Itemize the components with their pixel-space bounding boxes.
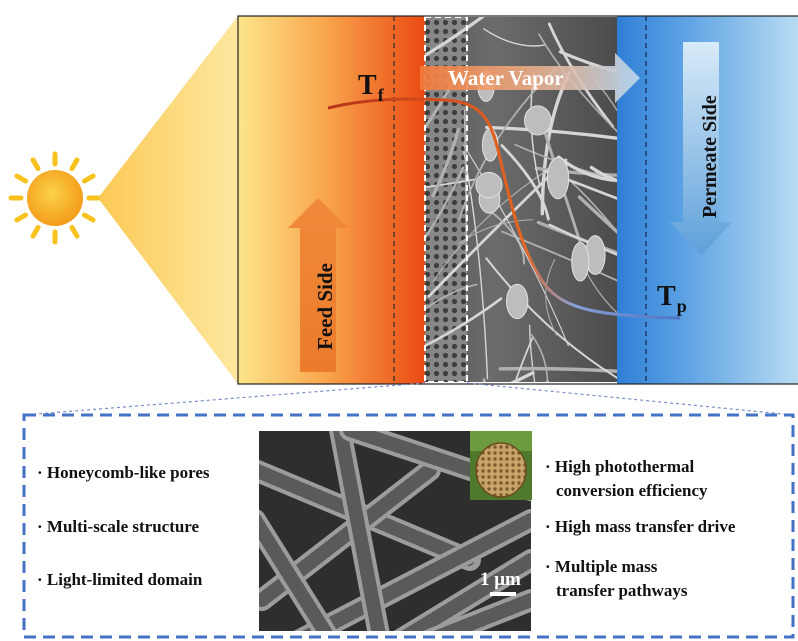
- feed-side-arrow: Feed Side: [288, 198, 348, 372]
- scale-bar-label: 1 μm: [480, 569, 521, 590]
- membrane-fiber: [545, 259, 558, 336]
- feature-right-3-cont: transfer pathways: [556, 581, 688, 600]
- sem-fiber-pores: [302, 513, 531, 631]
- membrane-fiber: [463, 150, 489, 380]
- svg-text:Tf: Tf: [358, 70, 385, 105]
- feed-side-label: Feed Side: [313, 263, 337, 350]
- membrane-fiber: [431, 127, 460, 198]
- membrane-fiber: [432, 163, 559, 282]
- membrane-fiber: [528, 324, 536, 382]
- membrane-fiber: [530, 333, 549, 382]
- top-diagram-frame: [237, 15, 798, 385]
- membrane-fiber: [589, 165, 617, 183]
- sun-ray: [69, 224, 80, 239]
- membrane-bead: [524, 105, 552, 136]
- scale-bar: 1 μm: [480, 569, 521, 596]
- membrane-fiber: [557, 155, 617, 183]
- membrane-fiber: [485, 257, 617, 379]
- feature-right-1: · High photothermal: [545, 457, 695, 476]
- water-vapor-arrow: Water Vapor: [420, 53, 640, 103]
- membrane-fiber: [500, 144, 550, 221]
- membrane-fiber: [510, 371, 535, 382]
- membrane-fiber: [498, 366, 617, 374]
- light-beam: [98, 16, 238, 384]
- svg-text:Tp: Tp: [657, 281, 687, 316]
- sem-fiber-pores: [401, 553, 531, 631]
- membrane-bead: [475, 171, 503, 199]
- membrane-dashed-frame: [424, 16, 468, 383]
- permeate-side-arrow: Permeate Side: [670, 42, 732, 256]
- zoom-line-right: [466, 382, 794, 416]
- sem-fiber-pores: [259, 514, 333, 631]
- membrane-fiber: [595, 80, 617, 112]
- sun-ray: [30, 157, 41, 172]
- membrane-bead: [505, 283, 529, 320]
- sun-ray: [30, 224, 41, 239]
- features-left-list: · Honeycomb-like pores · Multi-scale str…: [37, 463, 210, 589]
- sun-ray: [14, 212, 29, 223]
- membrane-fiber: [425, 297, 503, 348]
- feature-right-1-cont: conversion efficiency: [556, 481, 708, 500]
- membrane-bead: [571, 241, 590, 282]
- sun-icon: [8, 151, 102, 245]
- sun-ray: [81, 212, 96, 223]
- sem-fiber-pores: [333, 431, 386, 631]
- sun-ray: [14, 173, 29, 184]
- membrane-fiber: [425, 166, 465, 240]
- feed-temperature-label: Tf: [358, 70, 385, 105]
- membrane-fiber: [425, 283, 478, 311]
- honeycomb-photo: [470, 431, 532, 500]
- feature-left-1: · Honeycomb-like pores: [37, 463, 210, 482]
- zoom-line-left: [23, 382, 426, 416]
- membrane-fiber: [543, 169, 617, 200]
- permeate-temperature-label: Tp: [657, 281, 687, 316]
- membrane-bead: [546, 156, 570, 200]
- membrane-fiber: [514, 336, 534, 382]
- membrane-fiber: [548, 223, 617, 256]
- membrane-fiber: [482, 28, 546, 47]
- water-vapor-label: Water Vapor: [448, 66, 564, 90]
- feature-left-3: · Light-limited domain: [37, 570, 203, 589]
- membrane-fiber: [457, 219, 534, 245]
- sun-ray: [69, 157, 80, 172]
- feature-right-2: · High mass transfer drive: [545, 517, 736, 536]
- sun-ray: [81, 173, 96, 184]
- feature-right-3: · Multiple mass: [545, 557, 658, 576]
- permeate-side-label: Permeate Side: [699, 95, 721, 218]
- membrane-fiber: [577, 195, 617, 235]
- feature-left-2: · Multi-scale structure: [37, 517, 200, 536]
- temperature-profile-curve: [327, 97, 681, 320]
- sem-fiber-pores: [433, 593, 531, 631]
- membrane-fiber: [425, 17, 485, 58]
- features-right-list: · High photothermal conversion efficienc…: [545, 457, 736, 600]
- membrane-fiber: [425, 70, 461, 131]
